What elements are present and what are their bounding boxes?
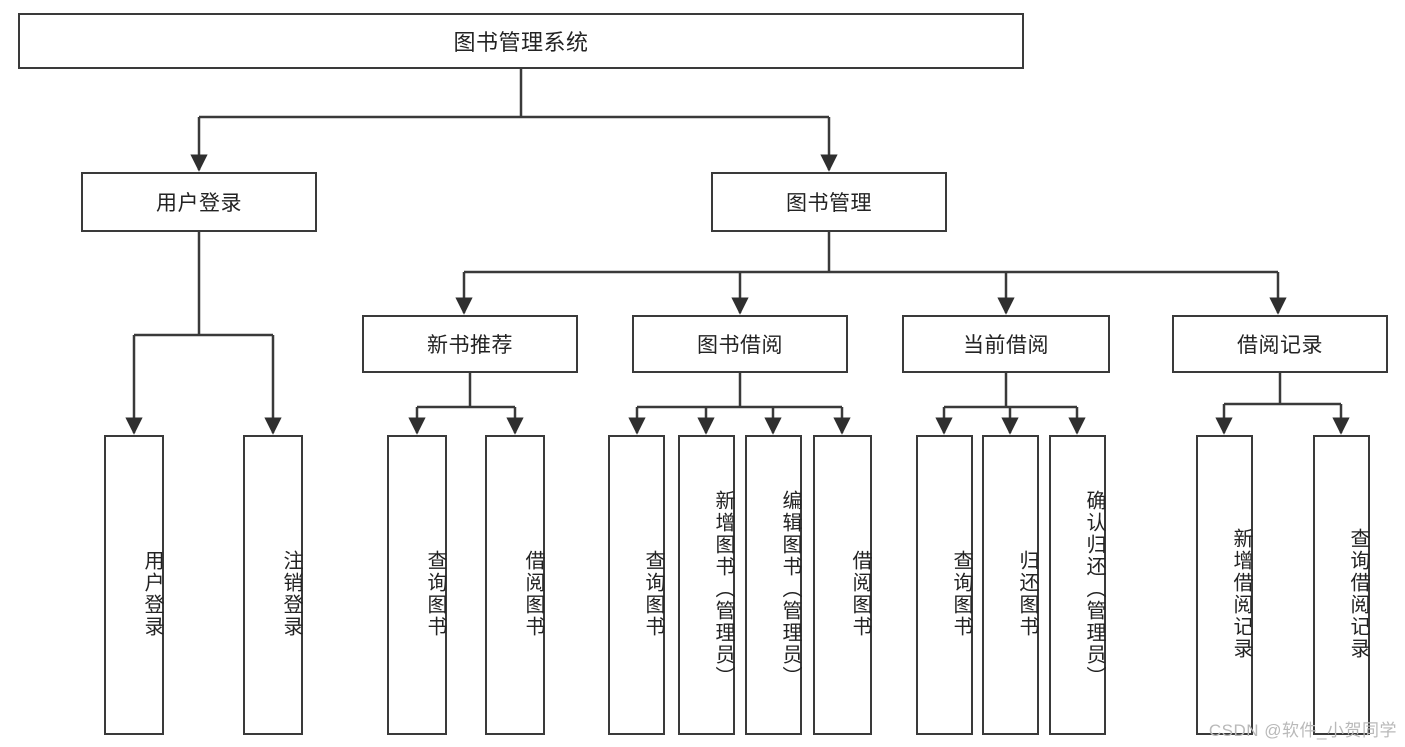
- node-label: 用户登录: [141, 550, 163, 638]
- node-label: 查询图书: [950, 550, 972, 638]
- node-new-book-recommend[interactable]: 新书推荐: [362, 315, 578, 373]
- node-label: 借阅图书: [849, 550, 871, 638]
- watermark-label: CSDN @软件_小贺同学: [1208, 721, 1397, 740]
- node-label: 图书管理: [786, 192, 872, 215]
- node-label: 查询图书: [424, 550, 446, 638]
- node-root[interactable]: 图书管理系统: [18, 13, 1024, 69]
- node-label: 当前借阅: [963, 334, 1049, 357]
- node-label: 新增图书（管理员）: [712, 490, 734, 688]
- node-current-borrow[interactable]: 当前借阅: [902, 315, 1110, 373]
- node-borrow-record[interactable]: 借阅记录: [1172, 315, 1388, 373]
- node-label: 新书推荐: [427, 334, 513, 357]
- node-leaf-confirm-return[interactable]: 确认归还（管理员）: [1049, 435, 1106, 735]
- node-leaf-add-book[interactable]: 新增图书（管理员）: [678, 435, 735, 735]
- node-book-borrow[interactable]: 图书借阅: [632, 315, 848, 373]
- node-label: 查询借阅记录: [1347, 528, 1369, 660]
- node-label: 查询图书: [642, 550, 664, 638]
- node-leaf-query-book-2[interactable]: 查询图书: [608, 435, 665, 735]
- node-leaf-query-book-3[interactable]: 查询图书: [916, 435, 973, 735]
- node-leaf-borrow-book-1[interactable]: 借阅图书: [485, 435, 545, 735]
- node-book-manage[interactable]: 图书管理: [711, 172, 947, 232]
- node-leaf-user-login[interactable]: 用户登录: [104, 435, 164, 735]
- node-label: 图书借阅: [697, 334, 783, 357]
- node-label: 用户登录: [156, 192, 242, 215]
- node-label: 借阅图书: [522, 550, 544, 638]
- node-label: 借阅记录: [1237, 334, 1323, 357]
- node-label: 注销登录: [280, 550, 302, 638]
- node-leaf-edit-book[interactable]: 编辑图书（管理员）: [745, 435, 802, 735]
- node-label: 归还图书: [1016, 550, 1038, 638]
- node-leaf-query-book-1[interactable]: 查询图书: [387, 435, 447, 735]
- node-label: 新增借阅记录: [1230, 528, 1252, 660]
- node-leaf-user-logout[interactable]: 注销登录: [243, 435, 303, 735]
- node-label: 确认归还（管理员）: [1083, 490, 1105, 688]
- node-leaf-add-record[interactable]: 新增借阅记录: [1196, 435, 1253, 735]
- node-user-login[interactable]: 用户登录: [81, 172, 317, 232]
- node-leaf-query-record[interactable]: 查询借阅记录: [1313, 435, 1370, 735]
- node-label: 编辑图书（管理员）: [779, 490, 801, 688]
- node-leaf-borrow-book-2[interactable]: 借阅图书: [813, 435, 872, 735]
- node-leaf-return-book[interactable]: 归还图书: [982, 435, 1039, 735]
